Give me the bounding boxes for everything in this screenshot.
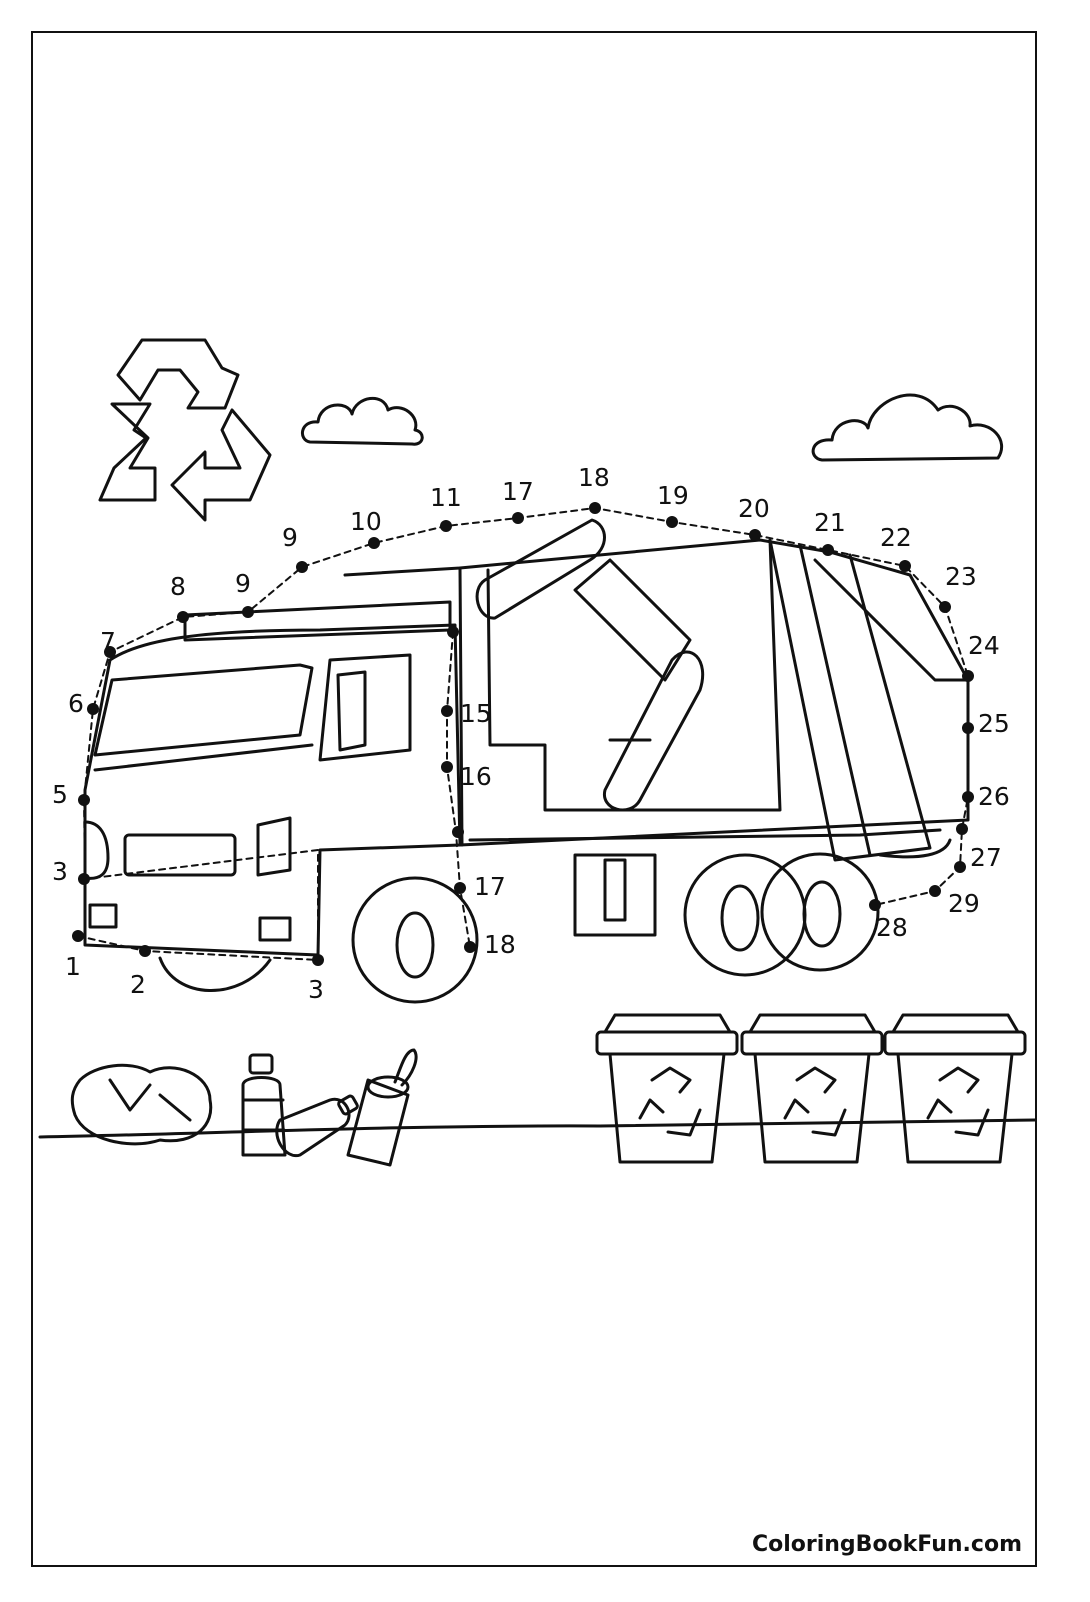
dot-5[interactable] — [78, 794, 90, 806]
dot-22[interactable] — [899, 560, 911, 572]
dot-label: 23 — [945, 562, 977, 591]
recycle-symbol-icon — [98, 338, 272, 522]
cloud-icon — [301, 396, 424, 446]
dot-label: 9 — [282, 523, 298, 552]
dot-3b[interactable] — [78, 873, 90, 885]
site-watermark: ColoringBookFun.com — [751, 1532, 1022, 1557]
dot-label: 9 — [235, 569, 251, 598]
dot-11[interactable] — [440, 520, 452, 532]
dot-label: 5 — [52, 780, 68, 809]
dot-label: 20 — [738, 494, 770, 523]
dot-unlabeled-3[interactable] — [954, 861, 966, 873]
dot-label: 17 — [474, 872, 506, 901]
can-icon — [346, 1048, 418, 1167]
truck-cab — [83, 600, 462, 957]
ground-line — [38, 1118, 1037, 1139]
dot-label: 15 — [460, 699, 492, 728]
dot-19[interactable] — [666, 516, 678, 528]
dot-label: 24 — [968, 631, 1000, 660]
dot-label: 11 — [430, 483, 462, 512]
dot-2[interactable] — [139, 945, 151, 957]
dot-18b[interactable] — [464, 941, 476, 953]
dot-label: 19 — [657, 481, 689, 510]
dot-16[interactable] — [441, 761, 453, 773]
dot-label: 28 — [876, 913, 908, 942]
dot-label: 18 — [484, 930, 516, 959]
dot-unlabeled-2[interactable] — [452, 826, 464, 838]
page-border — [31, 31, 1037, 1567]
dot-label: 3 — [308, 975, 324, 1004]
recycling-bin-icon — [883, 1013, 1027, 1164]
dot-28[interactable] — [869, 899, 881, 911]
dot-label: 16 — [460, 762, 492, 791]
dot-1[interactable] — [72, 930, 84, 942]
dot-9a[interactable] — [242, 606, 254, 618]
dot-label: 3 — [52, 857, 68, 886]
dot-17a[interactable] — [512, 512, 524, 524]
dot-label: 17 — [502, 477, 534, 506]
dot-27[interactable] — [956, 823, 968, 835]
dot-29[interactable] — [929, 885, 941, 897]
dot-label: 25 — [978, 709, 1010, 738]
dot-23[interactable] — [939, 601, 951, 613]
dot-26[interactable] — [962, 791, 974, 803]
dot-6[interactable] — [87, 703, 99, 715]
dot-17b[interactable] — [454, 882, 466, 894]
bottle-icon — [241, 1053, 287, 1157]
dot-20[interactable] — [749, 529, 761, 541]
dot-21[interactable] — [822, 544, 834, 556]
recycling-bin-icon — [595, 1013, 739, 1164]
dot-labels: 1 2 3 3 5 6 7 8 9 9 10 11 17 18 19 20 21… — [52, 463, 1010, 1004]
dot-24[interactable] — [962, 670, 974, 682]
dots — [72, 502, 974, 966]
dot-label: 7 — [100, 627, 116, 656]
dot-label: 22 — [880, 523, 912, 552]
dot-3a[interactable] — [312, 954, 324, 966]
dot-label: 2 — [130, 970, 146, 999]
dot-label: 29 — [948, 889, 980, 918]
dot-label: 1 — [65, 952, 81, 981]
dot-label: 27 — [970, 843, 1002, 872]
dot-label: 10 — [350, 507, 382, 536]
bottle-icon — [275, 1094, 359, 1158]
recycling-bin-icon — [740, 1013, 884, 1164]
dot-25[interactable] — [962, 722, 974, 734]
cloud-icon — [811, 393, 1004, 462]
dot-18a[interactable] — [589, 502, 601, 514]
dot-7[interactable] — [104, 646, 116, 658]
dot-8[interactable] — [177, 611, 189, 623]
dot-10[interactable] — [368, 537, 380, 549]
dot-label: 6 — [68, 689, 84, 718]
dot-15[interactable] — [441, 705, 453, 717]
wheels — [158, 852, 880, 1004]
dot-label: 21 — [814, 508, 846, 537]
dot-label: 8 — [170, 572, 186, 601]
dot-label: 18 — [578, 463, 610, 492]
dot-label: 26 — [978, 782, 1010, 811]
lift-arm — [475, 518, 705, 812]
crumpled-paper-icon — [70, 1063, 213, 1146]
truck-body — [343, 538, 970, 862]
dot-unlabeled[interactable] — [447, 626, 459, 638]
dot-9b[interactable] — [296, 561, 308, 573]
